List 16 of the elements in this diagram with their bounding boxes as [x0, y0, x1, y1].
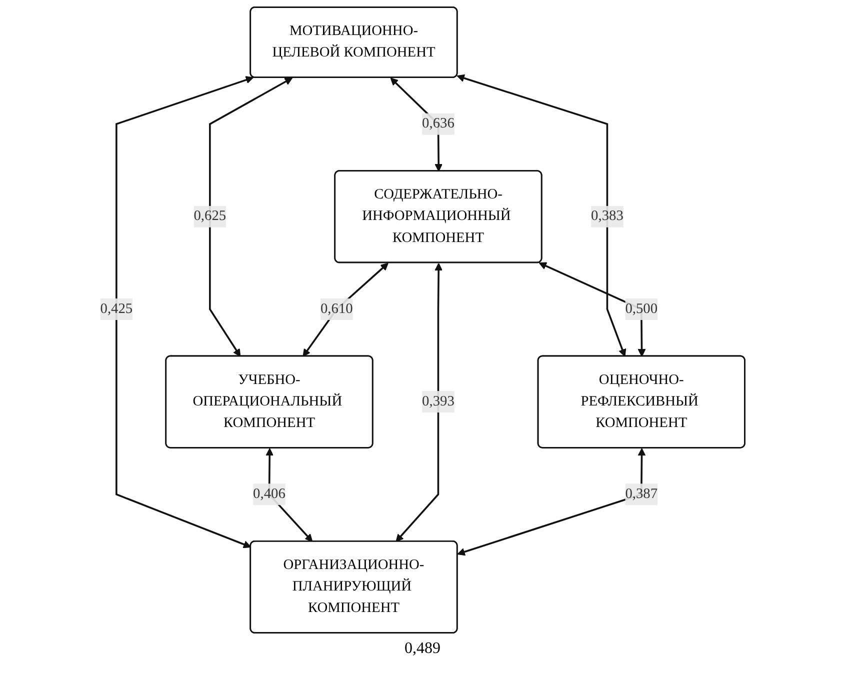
- correlation-value: 0,489: [404, 640, 440, 657]
- edge-label: 0,387: [625, 486, 658, 502]
- arrow: [396, 262, 443, 542]
- edge-label: 0,500: [625, 301, 658, 316]
- edge-label: 0,406: [253, 486, 286, 502]
- arrow: [457, 448, 646, 556]
- edge-label: 0,625: [194, 208, 226, 224]
- edge-label: 0,393: [422, 394, 454, 409]
- arrow: [116, 76, 254, 548]
- edge-label: 0,425: [100, 301, 133, 316]
- edge-label: 0,383: [591, 208, 624, 224]
- edge-label: 0,636: [422, 116, 454, 132]
- arrow: [302, 262, 388, 357]
- edge-label: 0,610: [320, 301, 353, 316]
- arrow: [456, 74, 626, 357]
- arrow: [209, 78, 293, 357]
